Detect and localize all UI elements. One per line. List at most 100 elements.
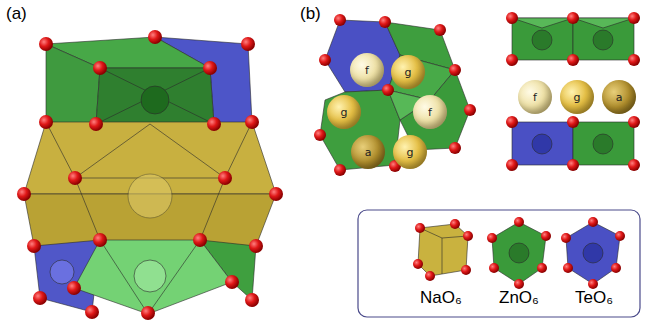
oxygen-atom <box>628 54 640 66</box>
atom-sphere: g <box>560 80 594 114</box>
oxygen-atom <box>537 263 547 273</box>
oxygen-atom <box>207 117 221 131</box>
oxygen-atom <box>334 14 346 26</box>
oxygen-atom <box>245 115 259 129</box>
zno6-face <box>573 122 634 165</box>
zn-atom <box>593 30 613 50</box>
nao6-icon <box>418 224 468 276</box>
oxygen-atom <box>415 223 425 233</box>
oxygen-atom <box>225 275 239 289</box>
atom-sphere: f <box>413 95 447 129</box>
oxygen-atoms <box>314 14 476 176</box>
atom-sphere: g <box>391 55 425 89</box>
oxygen-atom <box>85 305 99 319</box>
atom-sphere: f <box>350 53 384 87</box>
oxygen-atom <box>611 263 621 273</box>
oxygen-atoms <box>17 30 283 320</box>
oxygen-atom <box>449 64 461 76</box>
teo6-icon <box>566 222 620 284</box>
oxygen-atom <box>141 306 155 320</box>
teo6-face <box>512 122 573 165</box>
oxygen-atom <box>67 281 81 295</box>
site-letter: f <box>365 64 369 77</box>
te-atom <box>50 260 74 284</box>
site-letter: a <box>365 146 372 159</box>
oxygen-atom <box>567 54 579 66</box>
edge-line <box>225 122 252 178</box>
oxygen-atom <box>319 54 331 66</box>
oxygen-atom <box>269 187 283 201</box>
legend-label: NaO₆ <box>420 288 462 308</box>
edge-line <box>75 178 100 240</box>
oxygen-atom <box>379 16 391 28</box>
te-atom <box>532 134 552 154</box>
oxygen-atom <box>563 263 573 273</box>
site-letter: g <box>405 66 412 79</box>
oxygen-atom <box>615 231 625 241</box>
site-letter: a <box>616 91 623 104</box>
oxygen-atom <box>413 259 423 269</box>
atom-sphere: f <box>518 80 552 114</box>
oxygen-atom <box>489 263 499 273</box>
oxygen-atom <box>588 279 598 289</box>
oxygen-atom <box>463 231 473 241</box>
legend-label: TeO₆ <box>575 288 613 308</box>
oxygen-atom <box>89 117 103 131</box>
oxygen-atom <box>506 159 518 171</box>
oxygen-atom <box>148 30 162 44</box>
oxygen-atom <box>561 233 571 243</box>
zn-atom <box>593 134 613 154</box>
zno6-face <box>512 18 573 60</box>
oxygen-atom <box>39 115 53 129</box>
polyhedra-top-view <box>320 20 470 170</box>
oxygen-atom <box>39 37 53 51</box>
zno6-face <box>573 18 634 28</box>
oxygen-atom <box>434 24 446 36</box>
oxygen-atom <box>193 233 207 247</box>
oxygen-atom <box>487 233 497 243</box>
edge-line <box>200 178 225 240</box>
oxygen-atom <box>93 233 107 247</box>
oxygen-atom <box>567 12 579 24</box>
zno6-face <box>96 68 214 124</box>
oxygen-atom <box>461 265 471 275</box>
te-atom <box>583 243 603 263</box>
oxygen-atom <box>203 61 217 75</box>
oxygen-atom <box>506 54 518 66</box>
oxygen-atom <box>334 164 346 176</box>
atom-sphere: g <box>393 135 427 169</box>
oxygen-atom <box>245 293 259 307</box>
legend-icons <box>418 222 620 284</box>
oxygen-atom <box>68 171 82 185</box>
oxygen-atom <box>514 279 524 289</box>
zno6-face <box>74 240 232 314</box>
edge-line <box>100 68 214 124</box>
oxygen-atom <box>450 219 460 229</box>
oxygen-atom <box>541 231 551 241</box>
panel-label: (b) <box>300 4 321 24</box>
legend-label: ZnO₆ <box>499 288 539 308</box>
edge-line <box>442 238 443 274</box>
oxygen-atom <box>567 116 579 128</box>
zn-atom <box>134 260 166 292</box>
site-letter: g <box>574 91 581 104</box>
oxygen-atom <box>33 291 47 305</box>
edge-line <box>96 68 210 124</box>
legend-box <box>358 210 640 317</box>
atom-sphere: a <box>602 80 636 114</box>
edge-line <box>75 124 150 178</box>
zn-atom <box>532 30 552 50</box>
oxygen-atom <box>514 217 524 227</box>
site-letter: f <box>428 106 432 119</box>
atom-sphere: g <box>327 95 361 129</box>
zno6-face <box>512 18 573 28</box>
oxygen-atoms <box>413 217 625 289</box>
zno6-face <box>320 90 400 170</box>
oxygen-atoms <box>506 12 640 171</box>
site-letter: g <box>341 106 348 119</box>
oxygen-atom <box>249 239 263 253</box>
oxygen-atom <box>27 239 41 253</box>
oxygen-atom <box>314 129 326 141</box>
oxygen-atom <box>567 159 579 171</box>
oxygen-atom <box>241 37 255 51</box>
